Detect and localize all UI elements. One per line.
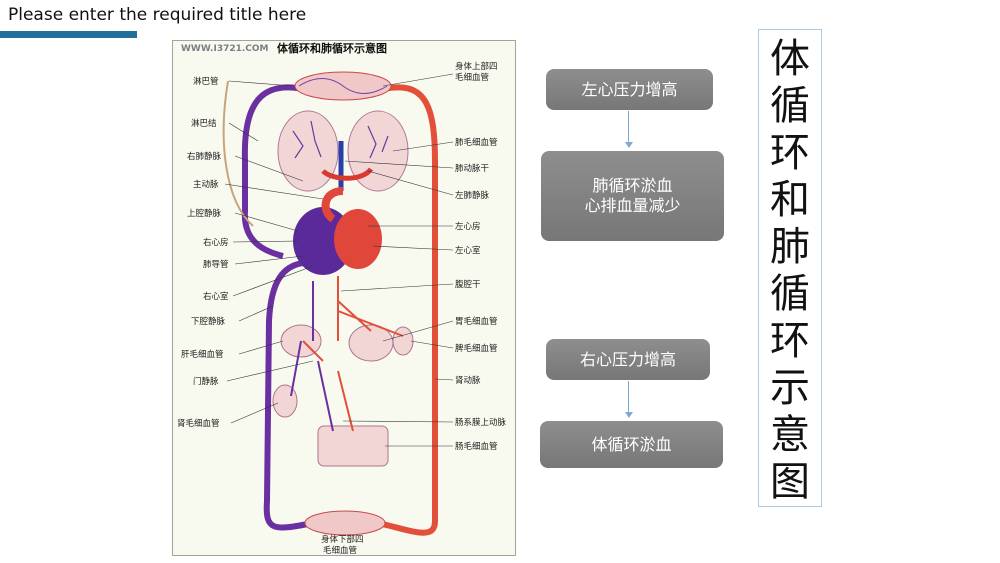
flow-arrow-2-head xyxy=(625,412,633,418)
flow-left-heart-pressure-label: 左心压力增高 xyxy=(581,79,678,99)
label-lower-capillaries: 毛细血管 xyxy=(323,545,357,556)
lymph-vessel xyxy=(222,80,254,227)
label-intestine-capillaries: 肠毛细血管 xyxy=(455,441,498,452)
circulation-diagram-svg: WWW.I3721.COM 体循环和肺循环示意图 淋巴管 xyxy=(177,41,507,556)
upper-vena-cava-vessel xyxy=(241,84,304,259)
left-heart xyxy=(334,209,382,269)
flow-pulmonary-congestion: 肺循环淤血 心排血量减少 xyxy=(541,151,724,241)
label-lower-body-region: 身体下部四 xyxy=(321,534,364,545)
left-lung xyxy=(277,110,339,192)
flow-systemic-congestion: 体循环淤血 xyxy=(540,421,723,468)
diagram-title: 体循环和肺循环示意图 xyxy=(277,41,387,55)
label-left-atrium: 左心房 xyxy=(455,221,481,232)
right-lung xyxy=(347,110,409,192)
flow-systemic-congestion-label: 体循环淤血 xyxy=(591,434,672,454)
label-left-pulmonary-vein: 左肺静脉 xyxy=(455,190,490,201)
right-labels: 身体上部四 毛细血管 肺毛细血管 肺动脉干 左肺静脉 左心房 左心室 腹腔干 胃… xyxy=(340,61,507,452)
label-spleen-capillaries: 脾毛细血管 xyxy=(455,343,498,354)
circulation-diagram: WWW.I3721.COM 体循环和肺循环示意图 淋巴管 xyxy=(172,40,516,556)
pulmonary-veins xyxy=(321,167,374,181)
label-stomach-capillaries: 胃毛细血管 xyxy=(455,316,498,327)
label-ductus: 肺导管 xyxy=(203,259,229,270)
label-inferior-vena-cava: 下腔静脉 xyxy=(191,316,226,327)
intestine-capillaries xyxy=(317,425,389,467)
label-right-pulmonary-vein: 右肺静脉 xyxy=(187,151,222,162)
flow-arrow-1 xyxy=(628,111,629,143)
vertical-title: 体循环和肺循环示意图 xyxy=(770,36,810,505)
flow-pulmonary-congestion-line1: 肺循环淤血 xyxy=(592,176,673,195)
flow-left-heart-pressure: 左心压力增高 xyxy=(546,69,713,110)
flow-right-heart-pressure: 右心压力增高 xyxy=(546,339,710,380)
spleen-capillaries xyxy=(392,326,414,356)
label-lung-capillaries: 肺毛细血管 xyxy=(455,137,498,148)
diagram-watermark: WWW.I3721.COM xyxy=(181,44,269,54)
label-capillaries-upper: 毛细血管 xyxy=(455,72,489,83)
flow-arrow-2 xyxy=(628,381,629,413)
label-pulmonary-trunk: 肺动脉干 xyxy=(455,163,490,174)
label-celiac-trunk: 腹腔干 xyxy=(455,279,481,290)
lower-vena-cava-vessel xyxy=(263,260,314,531)
label-renal-artery: 肾动脉 xyxy=(455,375,481,386)
label-superior-mesenteric-artery: 肠系膜上动脉 xyxy=(455,417,507,428)
label-aorta: 主动脉 xyxy=(193,179,219,190)
lower-body-capillaries xyxy=(304,510,386,536)
label-left-ventricle: 左心室 xyxy=(455,245,481,256)
kidney-capillaries xyxy=(272,384,298,418)
aortic-arch xyxy=(321,187,344,223)
label-right-ventricle: 右心室 xyxy=(203,291,229,302)
label-liver-capillaries: 肝毛细血管 xyxy=(181,349,224,360)
aorta-outer-vessel xyxy=(377,84,438,536)
vertical-title-box: 体循环和肺循环示意图 xyxy=(758,29,822,507)
label-superior-vena-cava: 上腔静脉 xyxy=(187,208,222,219)
label-kidney-capillaries: 肾毛细血管 xyxy=(177,418,220,429)
label-portal-vein: 门静脉 xyxy=(193,376,219,387)
slide-title: Please enter the required title here xyxy=(8,5,307,25)
label-lymph-duct: 淋巴管 xyxy=(193,76,219,87)
flow-arrow-1-head xyxy=(625,142,633,148)
left-labels: 淋巴管 淋巴结 右肺静脉 主动脉 上腔静脉 右心房 肺导管 右心室 下腔静脉 肝… xyxy=(177,76,324,429)
flow-right-heart-pressure-label: 右心压力增高 xyxy=(579,349,676,369)
label-upper-body-capillaries: 身体上部四 xyxy=(455,61,498,72)
flow-pulmonary-congestion-line2: 心排血量减少 xyxy=(584,196,681,215)
title-underline xyxy=(0,31,137,38)
label-lymph-node: 淋巴结 xyxy=(191,118,217,129)
label-right-atrium: 右心房 xyxy=(203,237,229,248)
